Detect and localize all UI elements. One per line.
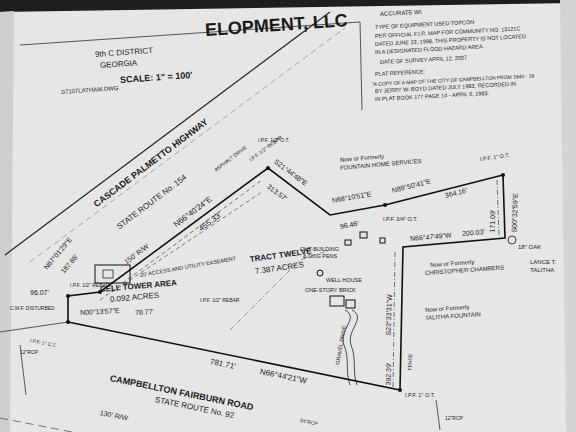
easement-line	[112, 192, 262, 292]
fence	[393, 252, 395, 388]
paper-shadow	[0, 11, 14, 432]
plat-label: I.P.F. 3/4" O.T.	[383, 217, 418, 223]
outbuilding	[380, 238, 385, 243]
plat-label: 18" OAK	[518, 244, 541, 250]
plat-label: OUT-BUILDING	[300, 247, 339, 253]
photo-edge	[0, 0, 576, 12]
culvert	[436, 400, 440, 430]
iron-pin	[66, 294, 70, 298]
house	[330, 296, 344, 306]
plat-label: 171.09'	[489, 209, 497, 232]
oak-tree	[508, 236, 516, 244]
fence	[497, 180, 499, 236]
iron-pin	[383, 203, 387, 207]
tract-boundary	[68, 168, 505, 390]
plat-label: TALITHA	[530, 267, 554, 273]
road-edge	[5, 12, 330, 255]
paper-shadow	[560, 0, 576, 432]
easement-line	[100, 180, 262, 300]
right-of-way	[0, 322, 68, 332]
plat-label: I.P.F. 1/2" REBAR	[200, 298, 239, 303]
tower-pad	[103, 270, 113, 278]
plat-label: I.P.F. 1" O.T.	[405, 393, 435, 399]
plat-label: ONE-STORY BRICK	[305, 288, 356, 294]
plat-label: 392.39'	[385, 362, 393, 385]
plat-label: 96.07'	[30, 289, 49, 296]
iron-pin	[266, 166, 270, 170]
plat-label: I.P.F. 1/2" REBAR	[70, 283, 109, 288]
iron-pin	[66, 320, 70, 324]
title-rule	[360, 22, 362, 110]
plat-label: S23°33'31"W	[385, 294, 393, 335]
gravel-drive	[343, 310, 350, 385]
plat-label: 78.77'	[135, 308, 154, 316]
plat-label: C.M.F. DISTURBED	[10, 306, 55, 311]
plat-label: 12"RCP	[20, 350, 38, 355]
plat-label: 200.03'	[462, 228, 485, 237]
road-centerline	[0, 418, 576, 432]
outbuilding	[345, 240, 351, 245]
iron-pin	[398, 388, 402, 392]
gravel-drive	[350, 310, 357, 385]
well-house	[317, 270, 323, 276]
plat-label: FENCE	[408, 353, 414, 370]
plat-label: & DOG PENS	[303, 254, 337, 260]
plat-label: 12"RCP	[445, 416, 463, 421]
plat-label: N00°13'57"E	[80, 306, 120, 315]
plat-label: WELL HOUSE	[326, 278, 362, 284]
outbuilding	[360, 232, 367, 238]
plat-label: S00°32'59"E	[511, 193, 519, 233]
house	[346, 300, 355, 308]
plat-label: LANCE T.	[530, 259, 556, 265]
iron-pin	[501, 173, 505, 177]
cell-tower-box	[95, 265, 130, 283]
